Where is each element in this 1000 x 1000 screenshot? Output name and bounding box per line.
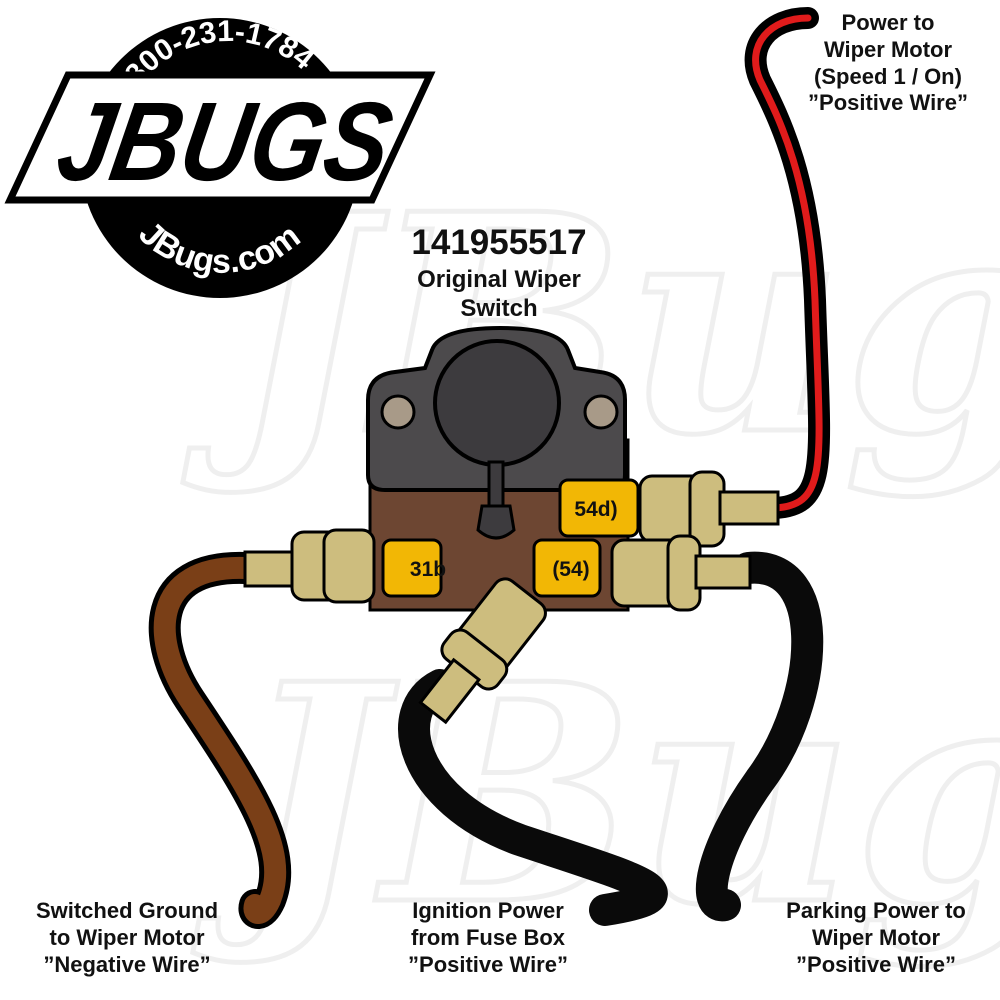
label-line: Switched Ground [35, 898, 219, 923]
label-line: ”Positive Wire” [808, 90, 968, 116]
power-speed1-wire-stripe [752, 14, 823, 512]
terminal-31b-plate [381, 538, 443, 598]
terminal-54: (54) [532, 538, 602, 598]
label-line: ”Positive Wire” [796, 951, 956, 977]
terminal-31b-label: 31b [410, 558, 446, 581]
label-ignition-power: Ignition Power from Fuse Box ”Positive W… [376, 898, 600, 978]
terminal-54-plate [532, 538, 602, 598]
jbugs-logo: 800-231-1784 JBugs.com JBUGS [4, 15, 436, 298]
switch-knob [433, 339, 561, 467]
label-line: Parking Power to [786, 898, 966, 923]
terminal-54d-label: 54d) [574, 498, 617, 521]
connector-54d [638, 470, 780, 548]
connector-ignition [418, 577, 547, 725]
logo-brand: JBUGS [49, 79, 401, 204]
label-switched-ground: Switched Ground to Wiper Motor ”Negative… [2, 898, 252, 978]
terminal-54-label: (54) [552, 558, 589, 581]
logo-banner [4, 71, 436, 204]
terminal-54d-plate [558, 478, 640, 538]
switched-ground-wire [153, 556, 287, 924]
label-parking-power: Parking Power to Wiper Motor ”Positive W… [756, 898, 996, 978]
label-line: ”Negative Wire” [43, 951, 211, 977]
terminal-31b: 31b [381, 538, 446, 598]
label-line: (Speed 1 / On) [814, 63, 962, 89]
label-line: to Wiper Motor [49, 924, 205, 950]
connector-31b [243, 528, 376, 604]
label-line: Ignition Power [412, 898, 564, 923]
label-line: Wiper Motor [811, 924, 941, 950]
watermark: JBugs JBugs [176, 146, 1000, 974]
switch-title: 141955517 Original Wiper Switch [356, 222, 642, 323]
part-number: 141955517 [411, 223, 587, 262]
label-power-speed1: Power to Wiper Motor (Speed 1 / On) ”Pos… [780, 10, 996, 117]
mount-hole-right [583, 394, 619, 430]
switch-lever [487, 460, 505, 509]
switch-lever-tip [476, 504, 516, 540]
label-line: from Fuse Box [410, 924, 566, 950]
label-line: ”Positive Wire” [408, 951, 568, 977]
parking-power-wire [695, 551, 824, 922]
label-line: Wiper Motor [823, 36, 953, 62]
ignition-power-wire [398, 669, 668, 926]
connector-54-parking [610, 534, 752, 612]
title-line1: Original Wiper [417, 265, 581, 293]
label-line: Power to [841, 10, 935, 35]
title-line2: Switch [460, 294, 538, 322]
terminal-54d: 54d) [558, 478, 640, 538]
mount-hole-left [380, 394, 416, 430]
